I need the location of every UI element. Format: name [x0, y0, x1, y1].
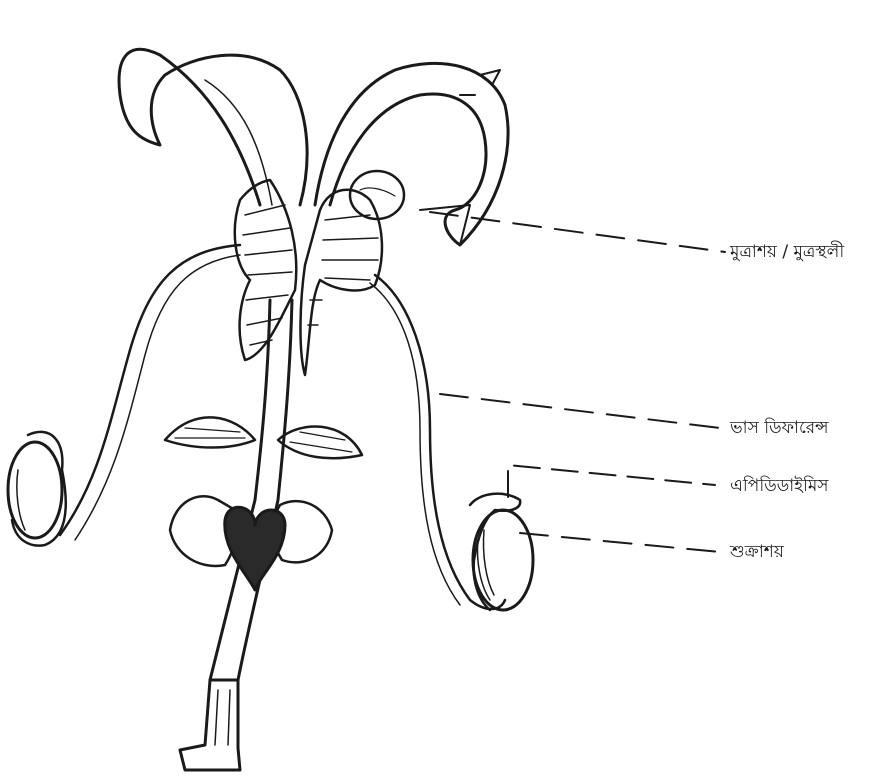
left-cowper-gland — [165, 417, 255, 447]
left-vas-deferens-inner — [75, 255, 240, 540]
label-vas-deferens: ভাস ডিফারেন্স — [730, 418, 829, 438]
left-gland-lobes — [235, 180, 296, 360]
right-testis — [473, 510, 533, 610]
label-bladder: মুত্রাশয় / মুত্রস্থলী — [730, 242, 844, 262]
label-testis: শুক্রাশয় — [730, 542, 784, 562]
left-testis — [8, 442, 62, 538]
urethra-right-edge — [238, 300, 292, 680]
right-gland-hatch — [308, 215, 378, 325]
left-cowper-hatch — [175, 428, 245, 438]
label-epididymis: এপিডিডাইমিস — [730, 476, 829, 496]
leader-testis — [520, 533, 720, 552]
right-vas-deferens — [375, 275, 505, 609]
penis-tip-inner — [215, 690, 230, 745]
leader-epididymis — [508, 465, 715, 497]
leader-vas-deferens — [440, 394, 720, 428]
left-ureter-inner — [205, 80, 272, 205]
left-testis-shade — [17, 470, 25, 530]
left-vas-deferens — [60, 245, 240, 535]
left-ureter — [119, 49, 307, 205]
urethra-left-edge — [210, 300, 270, 680]
leader-bladder — [430, 212, 725, 252]
penis-tip — [180, 680, 240, 770]
bulb-heart — [225, 507, 285, 590]
left-gland-hatch — [243, 205, 292, 345]
